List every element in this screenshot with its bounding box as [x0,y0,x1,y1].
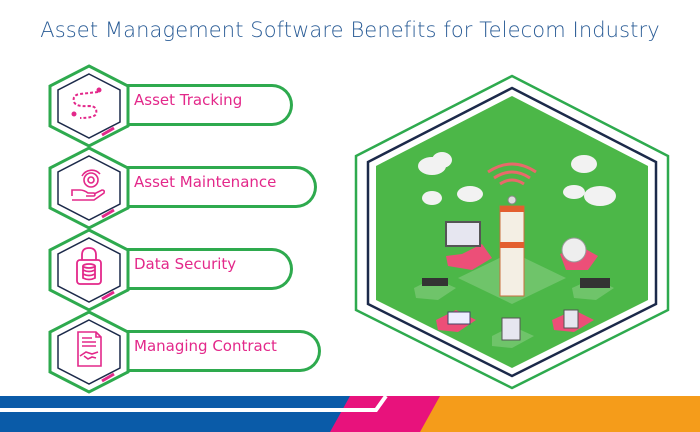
benefit-pill [100,330,321,372]
van-icon [447,311,471,325]
contract-handshake-icon [77,331,102,367]
router-icon [580,278,610,288]
lock-database-icon [76,247,102,285]
footer-stripe [0,396,700,432]
cloud-icons [418,152,616,206]
benefit-pill [100,248,293,290]
benefit-asset-maintenance: Asset Maintenance [44,146,334,230]
benefit-label: Asset Maintenance [134,173,277,191]
signal-icon [487,162,537,186]
hexagon-frame [48,146,130,230]
page-title: Asset Management Software Benefits for T… [40,18,660,42]
tablet-icon [501,317,521,341]
set-top-box-icon [422,278,448,286]
benefit-label: Asset Tracking [134,91,243,109]
hexagon-frame [48,228,130,312]
benefit-label: Managing Contract [134,337,277,355]
benefit-data-security: Data Security [44,228,334,312]
hexagon-frame [48,64,130,148]
route-map-pin-icon [72,91,99,119]
telecom-illustration [354,74,670,390]
benefit-managing-contract: Managing Contract [44,310,334,394]
phone-icon [563,309,579,329]
benefit-pill [100,166,317,208]
benefit-asset-tracking: Asset Tracking [44,64,334,148]
gear-hand-icon [71,169,106,201]
telecom-tower-icon [499,195,525,297]
hexagon-frame [48,310,130,394]
monitor-icon [445,221,481,247]
satellite-dish-icon [561,237,587,263]
benefit-label: Data Security [134,255,237,273]
benefit-pill [100,84,293,126]
